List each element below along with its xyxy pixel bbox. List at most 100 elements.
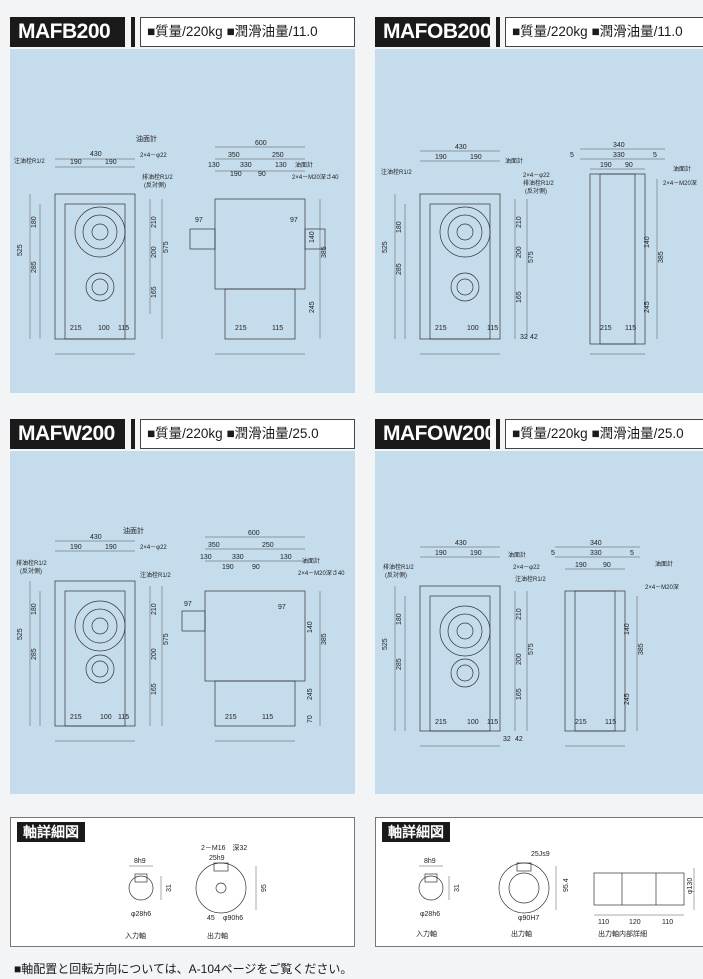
input-shaft-label: 入力軸 (125, 931, 146, 940)
dim-215: 215 (435, 719, 447, 726)
dim-285: 285 (31, 261, 38, 273)
dim-5-right: 5 (653, 152, 657, 159)
mass-label: ■質量/220kg (512, 24, 588, 39)
spec-box-mafow200: ■質量/220kg ■潤滑油量/25.0 (505, 419, 703, 449)
key-height-input: 31 (166, 884, 173, 892)
dim-285: 285 (31, 648, 38, 660)
label-bolt-holes: 2×4－φ22 (140, 545, 167, 551)
label-oil-gauge-side: 油面計 (673, 165, 691, 173)
label-oil-drain: 排油栓R1/2 (523, 179, 554, 187)
dim-115-side: 115 (605, 719, 616, 726)
dim-42: 42 (515, 736, 523, 743)
dim-215-side: 215 (600, 325, 612, 332)
label-tapped-holes: 2×4－M20深 (645, 583, 679, 591)
dim-430: 430 (455, 540, 467, 547)
dim-130: 130 (200, 554, 212, 561)
dim-130: φ130 (687, 878, 694, 894)
label-oil-gauge-side: 油面計 (295, 161, 313, 169)
dim-190-right: 190 (105, 544, 117, 551)
dim-42: 42 (530, 334, 538, 341)
label-oil-filler: 注油栓R1/2 (140, 571, 171, 579)
dim-70: 70 (307, 715, 314, 723)
dim-165: 165 (151, 286, 158, 298)
mass-label: ■質量/220kg (147, 426, 223, 441)
dim-190-side: 190 (222, 564, 234, 571)
dim-330: 330 (232, 554, 244, 561)
label-oil-gauge-side: 油面計 (655, 560, 673, 568)
dim-600: 600 (255, 140, 267, 147)
diameter-input: φ28h6 (420, 911, 440, 918)
dim-90: 90 (625, 162, 633, 169)
dim-97-left: 97 (195, 217, 203, 224)
dim-190-left: 190 (70, 544, 82, 551)
label-bolt-holes: 2×4－φ22 (140, 153, 167, 159)
dim-120: 120 (629, 919, 641, 926)
label-oil-gauge-side: 油面計 (302, 557, 320, 565)
drawing-panel-mafob200: 430 190 190 525 180 285 210 200 575 165 … (375, 49, 703, 393)
dim-200: 200 (516, 246, 523, 258)
dim-330: 330 (240, 162, 252, 169)
oil-volume-label: ■潤滑油量/11.0 (591, 24, 683, 39)
model-title-mafow200: MAFOW200 (375, 419, 496, 449)
dim-350: 350 (208, 542, 220, 549)
dim-115-side: 115 (272, 325, 283, 332)
label-oil-filler: 注油栓R1/2 (515, 575, 546, 583)
mass-label: ■質量/220kg (512, 426, 588, 441)
dim-285: 285 (396, 658, 403, 670)
shaft-detail-left: 軸詳細図 8h9 31 φ28h6 入力軸 2－M16 深32 25h9 95 … (10, 817, 355, 947)
title-divider (131, 17, 135, 47)
model-title-mafb200: MAFB200 (10, 17, 125, 47)
diameter-input: φ28h6 (131, 911, 151, 918)
label-bolt-holes: 2×4－φ22 (523, 173, 550, 179)
dim-340: 340 (613, 142, 625, 149)
shaft-detail-title: 軸詳細図 (382, 822, 450, 842)
dim-190-left: 190 (435, 550, 447, 557)
dim-115: 115 (118, 325, 129, 332)
footnote: ■軸配置と回転方向については、A-104ページをご覧ください。 (14, 960, 352, 977)
dim-250: 250 (262, 542, 274, 549)
dim-245: 245 (309, 301, 316, 313)
dim-210: 210 (516, 608, 523, 620)
dim-180: 180 (31, 603, 38, 615)
dim-340: 340 (590, 540, 602, 547)
dim-140: 140 (624, 623, 631, 635)
dim-180: 180 (396, 613, 403, 625)
dim-215: 215 (70, 714, 82, 721)
label-opposite-side: (反対側) (144, 181, 166, 189)
dim-525: 525 (382, 241, 389, 253)
shaft-detail-drawing: 8h9 31 φ28h6 入力軸 25Js9 95.4 φ90H7 出力軸 11… (416, 851, 695, 938)
tapped-holes-output: 2－M16 深32 (201, 843, 247, 852)
dim-330: 330 (590, 550, 602, 557)
label-opposite-side: (反対側) (20, 567, 42, 575)
label-tapped-holes: 2×4－M20深さ40 (298, 569, 345, 577)
dim-215-side: 215 (225, 714, 237, 721)
dim-215-side: 215 (235, 325, 247, 332)
diameter-output: φ90h6 (223, 915, 243, 922)
dim-385: 385 (658, 251, 665, 263)
dim-210: 210 (516, 216, 523, 228)
mass-label: ■質量/220kg (147, 24, 223, 39)
dim-180: 180 (396, 221, 403, 233)
title-divider (131, 419, 135, 449)
drawing-panel-mafb200: 430 190 190 525 180 285 210 200 575 165 … (10, 49, 355, 393)
label-oil-gauge: 油面計 (505, 157, 523, 165)
dim-90: 90 (252, 564, 260, 571)
label-oil-gauge: 油面計 (123, 526, 144, 535)
key-height-output: 95 (261, 884, 268, 892)
dim-245: 245 (644, 301, 651, 313)
dim-90: 90 (258, 171, 266, 178)
key-width-input: 8h9 (424, 858, 436, 865)
shaft-detail-title: 軸詳細図 (17, 822, 85, 842)
dim-165: 165 (516, 291, 523, 303)
dim-575: 575 (528, 643, 535, 655)
dim-190-side: 190 (575, 562, 587, 569)
key-width-input: 8h9 (134, 858, 146, 865)
dim-330: 330 (613, 152, 625, 159)
dim-190-right: 190 (470, 154, 482, 161)
dim-215: 215 (70, 325, 82, 332)
oil-volume-label: ■潤滑油量/11.0 (226, 24, 318, 39)
dim-115: 115 (487, 719, 498, 726)
oil-volume-label: ■潤滑油量/25.0 (591, 426, 684, 441)
dim-32: 32 (503, 736, 511, 743)
label-tapped-holes: 2×4－M20深 (663, 179, 697, 187)
